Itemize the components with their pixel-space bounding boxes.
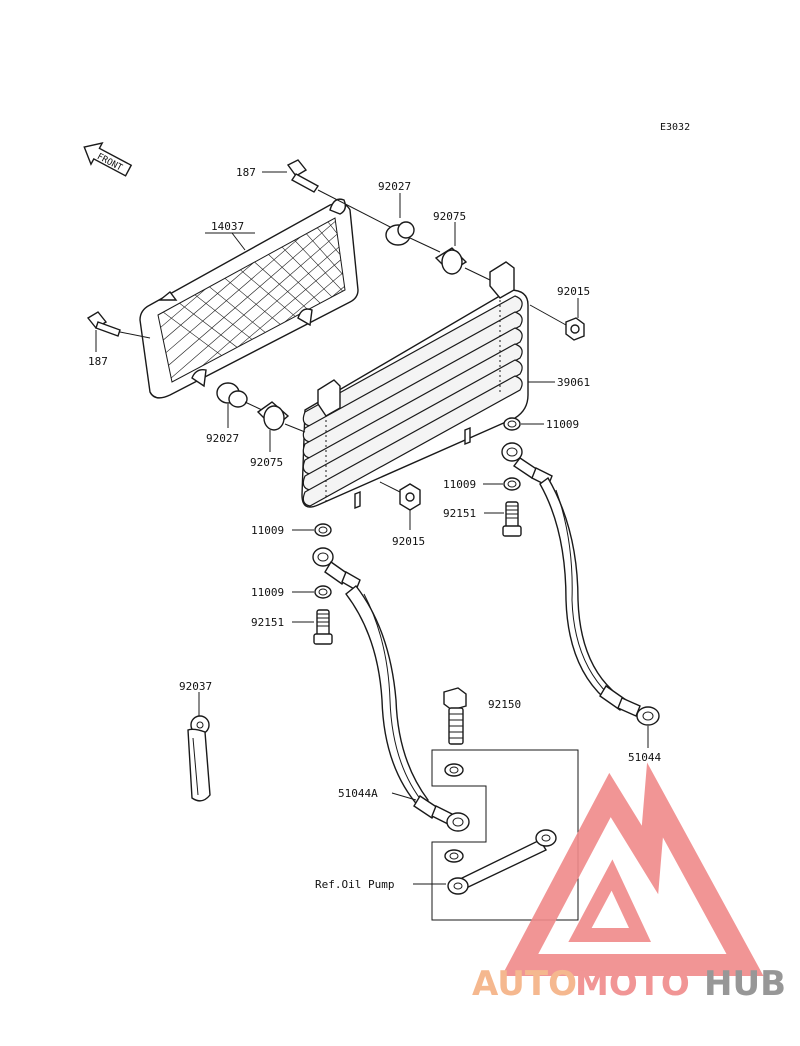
label-51044a: 51044A xyxy=(338,787,378,800)
label-51044: 51044 xyxy=(628,751,661,764)
bolt-187-left xyxy=(86,311,121,337)
nut-92015-bottom xyxy=(399,483,421,511)
band-92037 xyxy=(187,715,211,802)
collar-92027-bottom xyxy=(216,382,248,408)
label-92151-left: 92151 xyxy=(251,616,284,629)
label-92075-bottom: 92075 xyxy=(250,456,283,469)
washer-11009-right-mid xyxy=(503,477,521,491)
label-11009-left-mid: 11009 xyxy=(251,586,284,599)
watermark-moto: MOTO xyxy=(575,964,690,1004)
damper-92075-top xyxy=(434,247,468,275)
label-92037: 92037 xyxy=(179,680,212,693)
watermark-auto: AUTO xyxy=(472,964,577,1004)
label-ref-oil-pump: Ref.Oil Pump xyxy=(315,878,394,891)
nut-92015-right xyxy=(565,317,585,341)
damper-92075-bottom xyxy=(256,401,290,431)
label-92151-right: 92151 xyxy=(443,507,476,520)
oil-pump-reference-box xyxy=(431,749,579,921)
label-92015-bottom: 92015 xyxy=(392,535,425,548)
label-11009-left-top: 11009 xyxy=(251,524,284,537)
bolt-92151-left xyxy=(313,609,333,645)
bolt-187-top xyxy=(286,159,320,193)
washer-11009-right-top xyxy=(503,417,521,431)
diagram-code: E3032 xyxy=(660,122,690,133)
label-14037: 14037 xyxy=(211,220,244,233)
label-187-top: 187 xyxy=(236,166,256,179)
washer-11009-left-mid xyxy=(314,585,332,599)
washer-11009-left-top xyxy=(314,523,332,537)
bolt-92150 xyxy=(443,687,467,745)
bolt-92151-right xyxy=(502,501,522,537)
label-11009-right-mid: 11009 xyxy=(443,478,476,491)
label-11009-right-top: 11009 xyxy=(546,418,579,431)
watermark-hub: HUB xyxy=(704,964,786,1004)
label-92027-top: 92027 xyxy=(378,180,411,193)
hose-51044 xyxy=(501,442,660,726)
label-92015-right: 92015 xyxy=(557,285,590,298)
label-39061: 39061 xyxy=(557,376,590,389)
label-187-left: 187 xyxy=(88,355,108,368)
label-92150: 92150 xyxy=(488,698,521,711)
front-arrow-icon: FRONT xyxy=(83,142,133,177)
label-92027-bottom: 92027 xyxy=(206,432,239,445)
oil-cooler-39061 xyxy=(301,261,529,510)
hose-51044a xyxy=(312,547,470,832)
label-92075-top: 92075 xyxy=(433,210,466,223)
automotohub-logo: AUTO MOTO HUB xyxy=(472,762,786,1004)
collar-92027-top xyxy=(385,221,415,246)
